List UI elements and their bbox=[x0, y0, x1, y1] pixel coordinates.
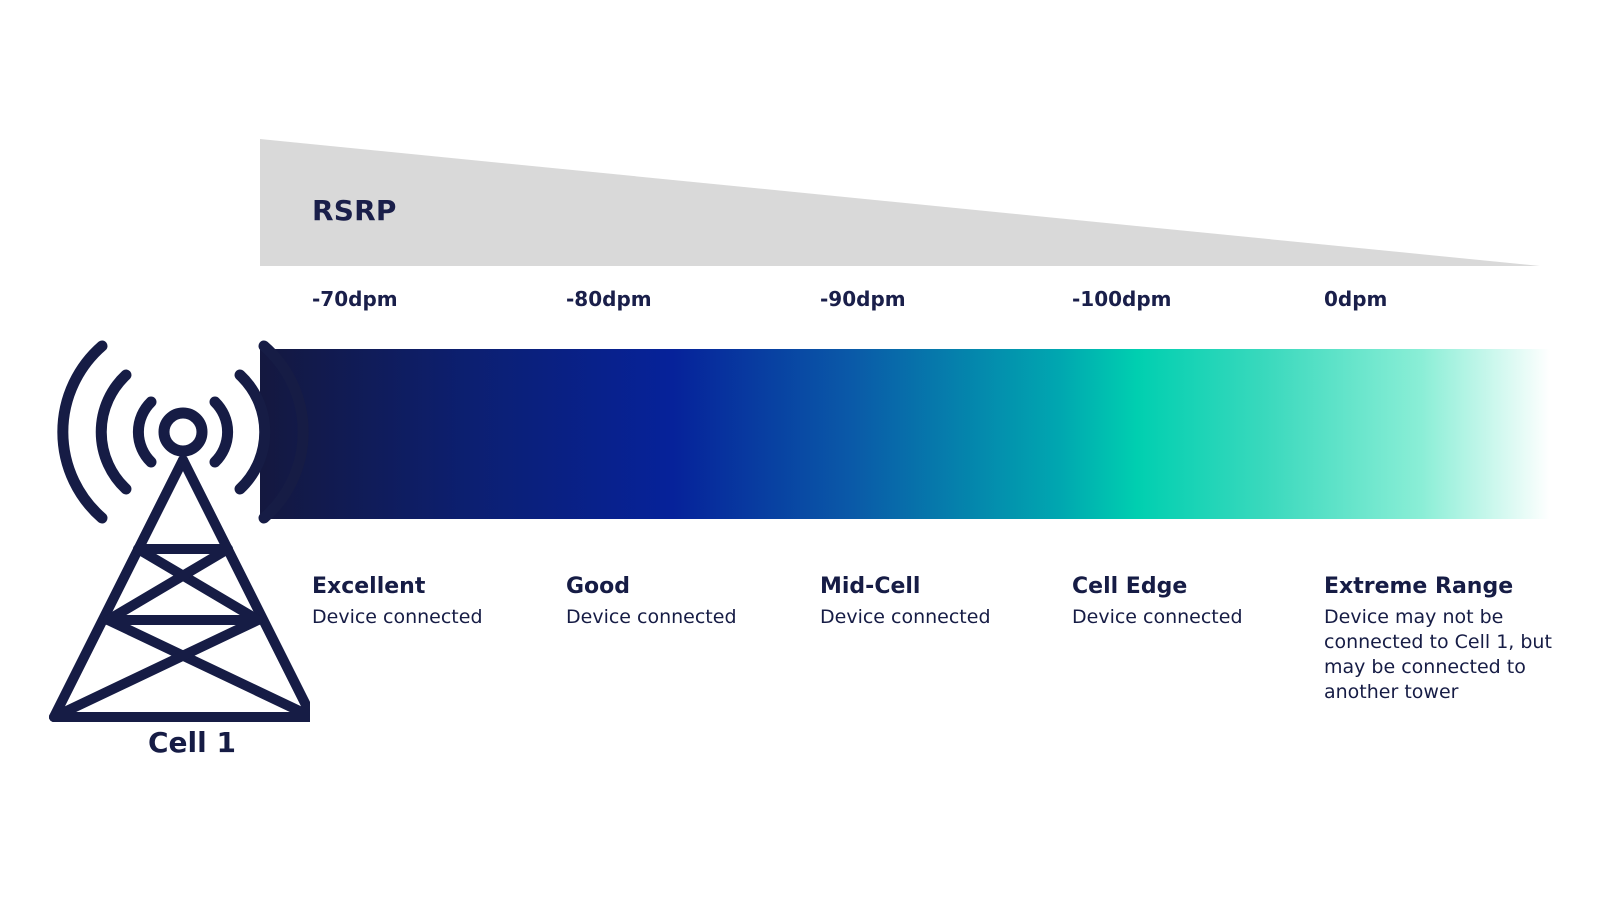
zone-description: Device connected bbox=[1072, 606, 1243, 628]
level-value-mid-cell: -90dpm bbox=[820, 287, 906, 311]
zone-excellent: Excellent Device connected bbox=[312, 574, 544, 630]
zone-mid-cell: Mid-Cell Device connected bbox=[820, 574, 1052, 630]
level-value-extreme-range: 0dpm bbox=[1324, 287, 1388, 311]
zone-cell-edge: Cell Edge Device connected bbox=[1072, 574, 1304, 630]
cell-tower-label: Cell 1 bbox=[148, 726, 236, 759]
zone-description: Device may not be connected to Cell 1, b… bbox=[1324, 606, 1552, 703]
rsrp-label: RSRP bbox=[312, 194, 397, 227]
zone-title: Mid-Cell bbox=[820, 574, 921, 599]
zone-title: Good bbox=[566, 574, 631, 599]
cell-tower-icon bbox=[49, 340, 310, 722]
level-value-good: -80dpm bbox=[566, 287, 652, 311]
zone-extreme-range: Extreme Range Device may not be connecte… bbox=[1324, 574, 1560, 705]
signal-strength-band bbox=[260, 349, 1550, 519]
level-value-cell-edge: -100dpm bbox=[1072, 287, 1172, 311]
level-value-excellent: -70dpm bbox=[312, 287, 398, 311]
zone-description: Device connected bbox=[312, 606, 483, 628]
zone-title: Extreme Range bbox=[1324, 574, 1514, 599]
zone-good: Good Device connected bbox=[566, 574, 798, 630]
zone-description: Device connected bbox=[820, 606, 991, 628]
zone-description: Device connected bbox=[566, 606, 737, 628]
zone-title: Cell Edge bbox=[1072, 574, 1188, 599]
zone-title: Excellent bbox=[312, 574, 426, 599]
